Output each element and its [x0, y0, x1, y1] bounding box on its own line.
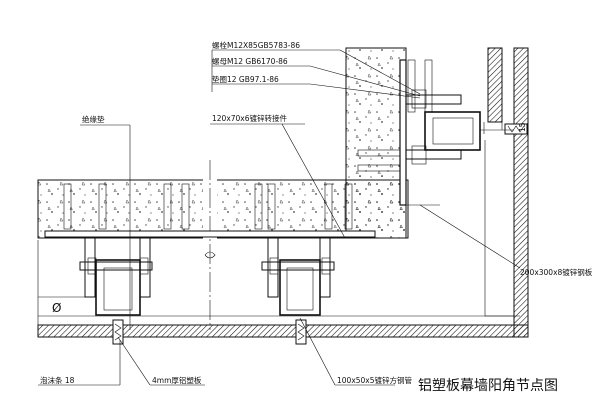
- label-steel-plate: 200x300x8镀锌钢板: [520, 267, 593, 277]
- dimension-15: 15: [480, 122, 527, 134]
- svg-text:15: 15: [518, 122, 527, 132]
- leader-lines: [38, 49, 521, 386]
- label-angle-steel: 120x70x6镀锌转接件: [212, 113, 288, 123]
- label-nut: 螺母M12 GB6170-86: [212, 56, 288, 66]
- drawing-title: 铝塑板幕墙阳角节点图: [418, 378, 558, 394]
- label-insulation-pad: 绝缘垫: [82, 114, 105, 124]
- concrete-column: [345, 47, 407, 239]
- left-bracket: [79, 236, 153, 316]
- label-washer: 垫圈12 GB97.1-86: [212, 74, 279, 84]
- soffit-plate: [44, 230, 376, 238]
- column-bracket: [405, 89, 481, 165]
- label-al-plastic-panel: 4mm厚铝塑板: [152, 375, 202, 385]
- diameter-mark: Ø: [52, 301, 61, 315]
- label-foam-rod: 泡沫条 18: [40, 375, 75, 385]
- al-panel-horizontal: [37, 240, 529, 338]
- al-panel-vertical: [484, 47, 529, 338]
- steel-plate: [399, 59, 440, 206]
- label-square-tube: 100x50x5镀锌方钢管: [337, 375, 413, 385]
- label-bolt: 螺栓M12X85GB5783-86: [212, 40, 300, 50]
- middle-bracket: [261, 236, 335, 316]
